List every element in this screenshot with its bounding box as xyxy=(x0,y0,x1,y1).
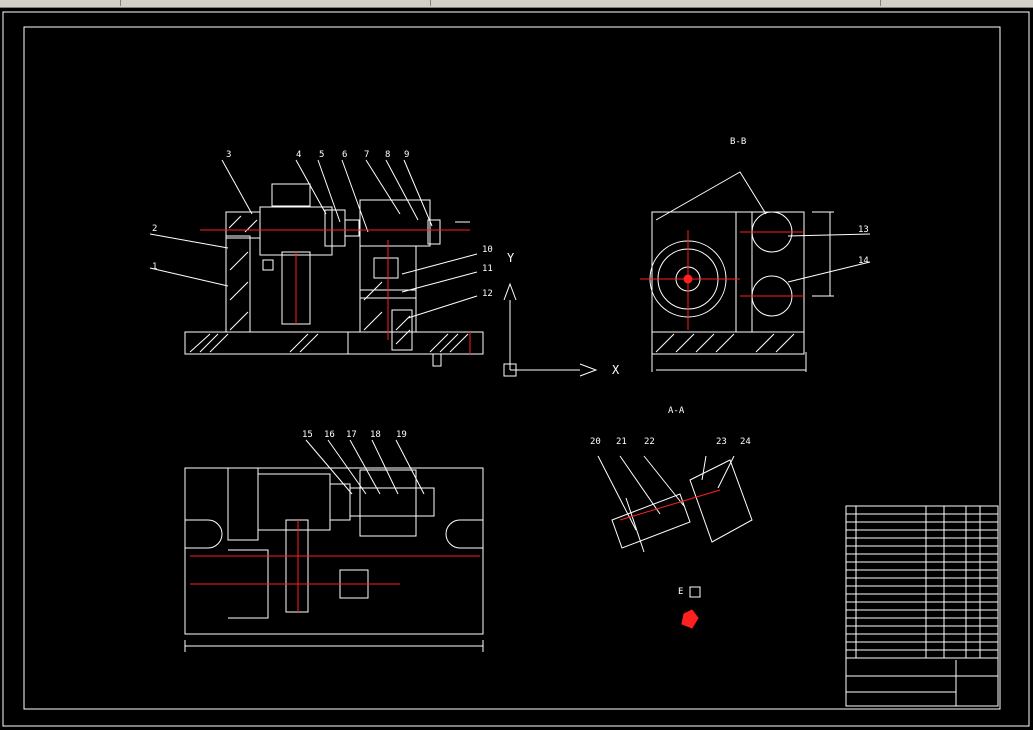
part-number: 19 xyxy=(396,430,407,440)
part-number: 15 xyxy=(302,430,313,440)
outer-frame xyxy=(2,11,1030,727)
section-aa xyxy=(597,455,753,553)
part-number: 1 xyxy=(152,262,157,272)
part-number: 11 xyxy=(482,264,493,274)
part-number: 10 xyxy=(482,245,493,255)
part-number: 2 xyxy=(152,224,157,234)
toolbar-segment[interactable] xyxy=(880,0,1033,6)
axis-y-label: Y xyxy=(507,251,515,265)
detail-e-label: E xyxy=(678,587,683,597)
toolbar-segment[interactable] xyxy=(430,0,881,6)
front-view xyxy=(149,159,484,367)
part-number: 12 xyxy=(482,289,493,299)
part-number: 9 xyxy=(404,150,409,160)
part-number: 22 xyxy=(644,437,655,447)
section-aa-label: A-A xyxy=(668,406,685,416)
side-view-bb xyxy=(649,171,871,372)
part-number: 21 xyxy=(616,437,627,447)
part-number: 23 xyxy=(716,437,727,447)
part-number: 14 xyxy=(858,256,869,266)
part-number: 7 xyxy=(364,150,369,160)
title-block xyxy=(845,505,999,707)
part-number: 20 xyxy=(590,437,601,447)
detail-e xyxy=(689,586,701,598)
part-number: 18 xyxy=(370,430,381,440)
part-number: 8 xyxy=(385,150,390,160)
part-number: 3 xyxy=(226,150,231,160)
part-number: 17 xyxy=(346,430,357,440)
toolbar-strip xyxy=(0,0,1033,8)
part-number: 6 xyxy=(342,150,347,160)
cad-drawing-canvas[interactable]: B-B A-A E Y X 3 4 5 6 7 8 9 2 1 10 11 12… xyxy=(0,7,1033,730)
inner-frame xyxy=(23,26,1001,710)
part-number: 5 xyxy=(319,150,324,160)
coordinate-axes xyxy=(503,282,598,377)
toolbar-segment[interactable] xyxy=(120,0,431,6)
labels: B-B A-A E Y X 3 4 5 6 7 8 9 2 1 10 11 12… xyxy=(152,137,869,597)
part-number: 4 xyxy=(296,150,301,160)
section-bb-label: B-B xyxy=(730,137,746,147)
top-view xyxy=(184,439,484,652)
axis-x-label: X xyxy=(612,363,620,377)
toolbar-segment[interactable] xyxy=(0,0,121,6)
part-number: 16 xyxy=(324,430,335,440)
part-number: 13 xyxy=(858,225,869,235)
part-number: 24 xyxy=(740,437,751,447)
center-lines xyxy=(190,229,804,629)
